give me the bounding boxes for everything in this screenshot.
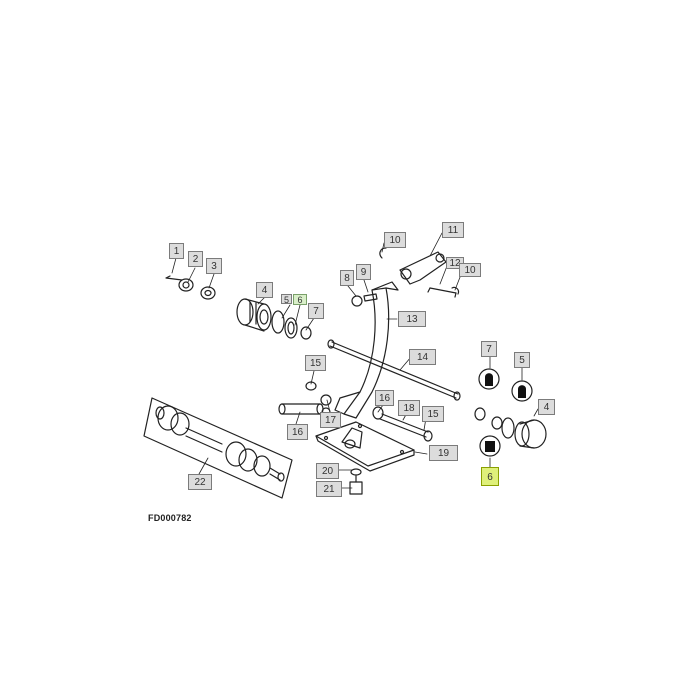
callout-11[interactable]: 11 [442, 222, 464, 238]
callout-15-left[interactable]: 15 [305, 355, 326, 371]
bolt-and-washer [349, 468, 363, 495]
callout-1[interactable]: 1 [169, 243, 184, 259]
callout-20[interactable]: 20 [316, 463, 339, 479]
bushing-assembly-right [474, 407, 547, 449]
callout-6-right-highlighted[interactable]: 6 [481, 467, 499, 486]
callout-5-left[interactable]: 5 [281, 294, 292, 305]
callout-9[interactable]: 9 [356, 264, 371, 280]
detail-circles [478, 368, 533, 457]
callout-15-right[interactable]: 15 [422, 406, 444, 422]
callout-3[interactable]: 3 [206, 258, 222, 274]
callout-4-right[interactable]: 4 [538, 399, 555, 415]
upper-bracket [379, 247, 447, 285]
pin-18 [372, 406, 433, 442]
callout-16-left[interactable]: 16 [287, 424, 308, 440]
callout-14[interactable]: 14 [409, 349, 436, 365]
bushing-assembly-left [236, 298, 312, 340]
pin-and-washers [165, 275, 216, 300]
mounting-plate [315, 421, 415, 472]
figure-id-label: FD000782 [148, 513, 192, 523]
callout-13[interactable]: 13 [398, 311, 426, 327]
callout-8[interactable]: 8 [340, 270, 354, 286]
callout-7-left[interactable]: 7 [308, 303, 324, 319]
callout-22[interactable]: 22 [188, 474, 212, 490]
callout-19[interactable]: 19 [429, 445, 458, 461]
callout-5-right[interactable]: 5 [514, 352, 530, 368]
callout-21[interactable]: 21 [316, 481, 342, 497]
shaft-14 [327, 339, 461, 401]
small-fasteners [351, 286, 460, 307]
callout-4-left[interactable]: 4 [256, 282, 273, 298]
callout-10-top[interactable]: 10 [384, 232, 406, 248]
callout-6-left[interactable]: 6 [293, 294, 307, 305]
callout-17[interactable]: 17 [320, 412, 341, 428]
callout-10-right[interactable]: 10 [459, 263, 481, 277]
sleeve-and-washers [278, 381, 332, 417]
drive-shaft [143, 397, 293, 499]
callout-7-right[interactable]: 7 [481, 341, 497, 357]
callout-18[interactable]: 18 [398, 400, 420, 416]
callout-16-right[interactable]: 16 [375, 390, 394, 406]
callout-2[interactable]: 2 [188, 251, 203, 267]
